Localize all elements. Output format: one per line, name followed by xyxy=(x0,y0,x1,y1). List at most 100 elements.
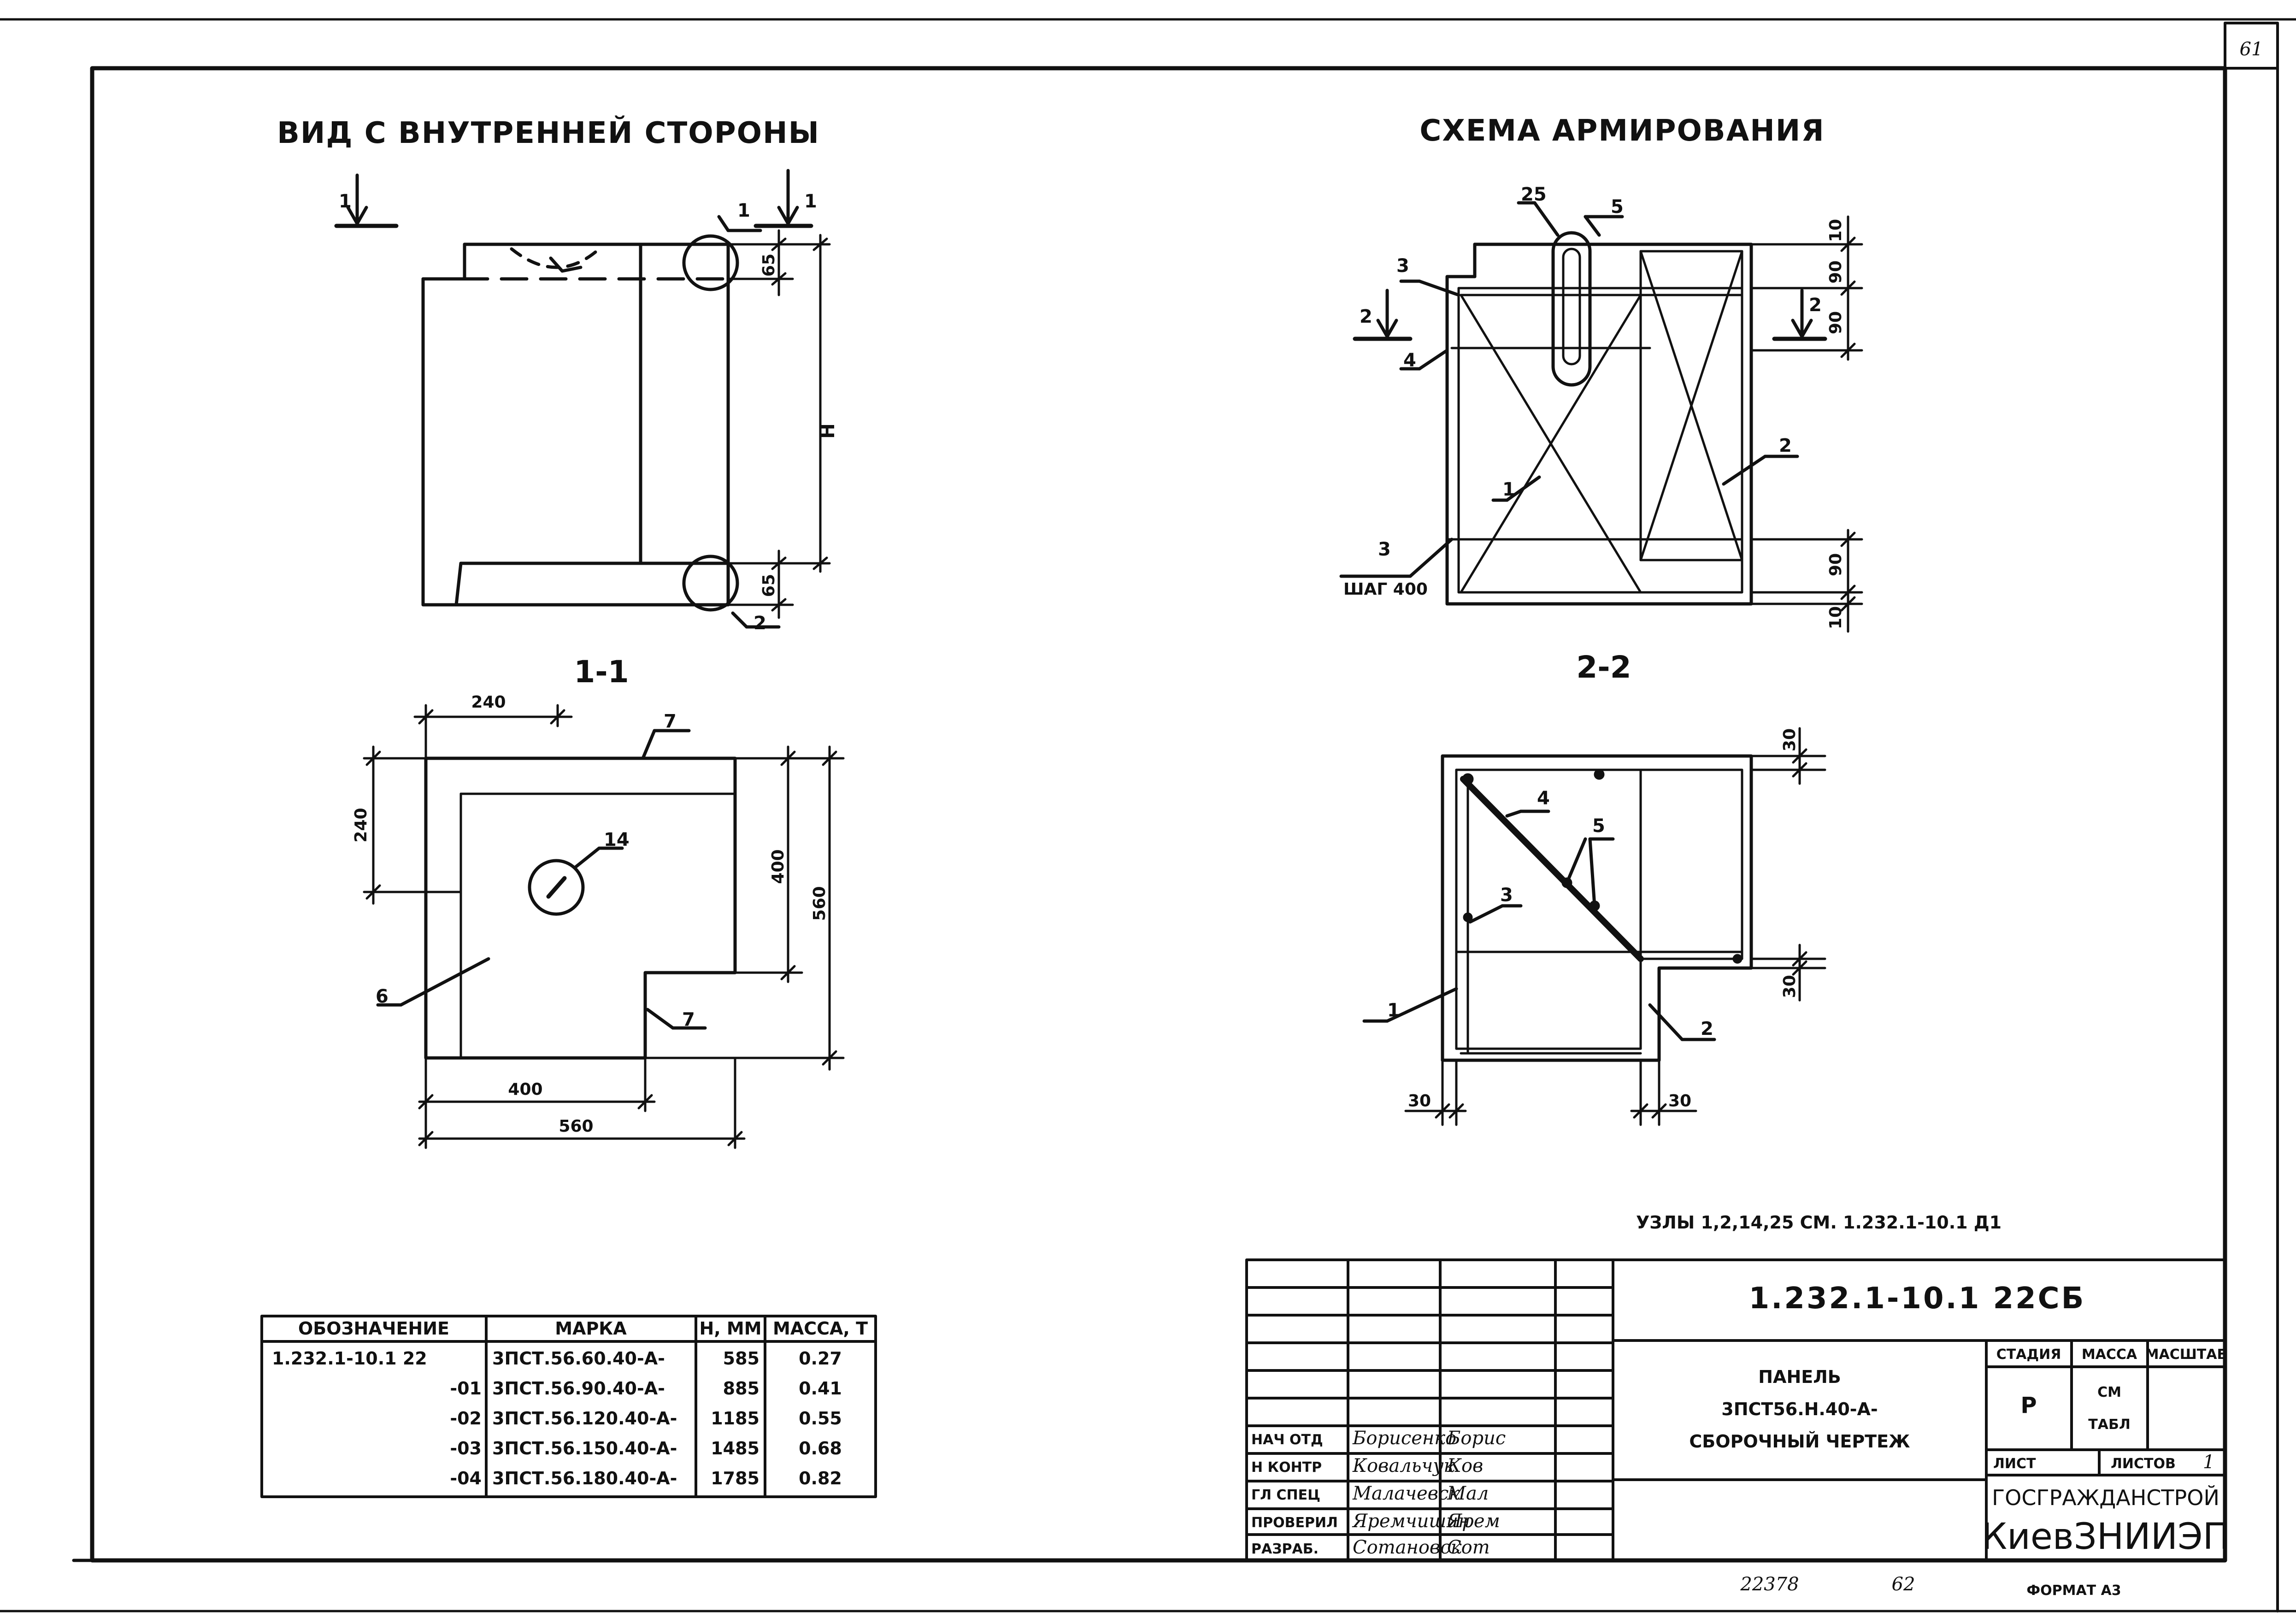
section-1-1-label: 1-1 xyxy=(574,654,629,690)
name-2: Ковальчук xyxy=(1352,1455,1455,1476)
name-1: Борисенко xyxy=(1352,1428,1456,1449)
stage-label: СТАДИЯ xyxy=(1996,1346,2061,1363)
spec-row-2-mass: 0.41 xyxy=(799,1378,842,1399)
mass-value-1: СМ xyxy=(2097,1384,2121,1400)
dim-H: Н xyxy=(818,423,839,438)
spec-header-mark: МАРКА xyxy=(555,1318,627,1339)
mark-25: 25 xyxy=(1521,184,1547,205)
mass-label: МАССА xyxy=(2082,1346,2137,1363)
spec-row-4-mark: 3ПСТ.56.150.40-А- xyxy=(492,1438,677,1459)
dim-560-bottom: 560 xyxy=(559,1117,593,1136)
sheets-label: ЛИСТОВ xyxy=(2111,1456,2176,1472)
spec-table: ОБОЗНАЧЕНИЕ МАРКА Н, ММ МАССА, Т 1.232.1… xyxy=(272,1318,868,1488)
node-mark-2: 2 xyxy=(754,613,766,634)
s22-mark-5: 5 xyxy=(1592,815,1605,837)
mark-7-top: 7 xyxy=(664,711,677,732)
mass-value-2: ТАБЛ xyxy=(2088,1417,2130,1433)
step-label: ШАГ 400 xyxy=(1343,580,1428,599)
sheet-frame xyxy=(0,18,2296,1612)
dim-90-b: 90 xyxy=(1826,311,1845,334)
cut-mark-1-right: 1 xyxy=(804,191,817,212)
dim-10-bottom: 10 xyxy=(1826,606,1845,629)
s22-mark-2: 2 xyxy=(1701,1018,1713,1039)
sheets-value: 1 xyxy=(2203,1452,2214,1473)
spec-row-4-mass: 0.68 xyxy=(799,1438,842,1459)
section-1-1 xyxy=(363,704,845,1149)
spec-row-5-designation: -04 xyxy=(450,1468,482,1488)
dim-400-right: 400 xyxy=(769,849,788,884)
spec-row-2-height: 885 xyxy=(723,1378,759,1399)
spec-row-4-designation: -03 xyxy=(450,1438,482,1459)
dim-65-top: 65 xyxy=(759,254,778,277)
s22-mark-4: 4 xyxy=(1537,788,1550,809)
inventory-number: 22378 xyxy=(1740,1574,1799,1595)
signature-2: Ков xyxy=(1447,1455,1483,1476)
reinforcement-title: СХЕМА АРМИРОВАНИЯ xyxy=(1419,114,1825,148)
dim-30-right: 30 xyxy=(1780,975,1799,998)
scale-label: МАСШТАБ xyxy=(2145,1346,2228,1363)
document-code: 1.232.1-10.1 22СБ xyxy=(1749,1281,2086,1316)
cut-mark-2-left: 2 xyxy=(1360,306,1372,327)
title-block: 1.232.1-10.1 22СБ ПАНЕЛЬ 3ПСТ56.Н.40-А- … xyxy=(1251,1281,2230,1558)
dim-240-top: 240 xyxy=(471,693,506,712)
section-2-2-label: 2-2 xyxy=(1576,650,1631,685)
dim-65-bottom: 65 xyxy=(759,574,778,597)
mark-14: 14 xyxy=(604,829,630,850)
signature-4: Ярем xyxy=(1446,1511,1500,1532)
mark-3-bottom: 3 xyxy=(1378,539,1391,560)
reinforcement-scheme xyxy=(1339,201,1863,633)
dim-400-bottom: 400 xyxy=(508,1080,542,1099)
item-name-line2: 3ПСТ56.Н.40-А- xyxy=(1721,1399,1878,1419)
item-name-line3: СБОРОЧНЫЙ ЧЕРТЕЖ xyxy=(1689,1431,1910,1452)
cut-mark-1-left: 1 xyxy=(339,191,352,212)
sheet-label: ЛИСТ xyxy=(1993,1456,2036,1472)
spec-table-grid xyxy=(260,1315,877,1498)
spec-header-designation: ОБОЗНАЧЕНИЕ xyxy=(298,1318,449,1339)
dim-560-right: 560 xyxy=(810,886,829,921)
role-2: Н КОНТР xyxy=(1251,1459,1322,1476)
inside-view-title: ВИД С ВНУТРЕННЕЙ СТОРОНЫ xyxy=(277,115,820,150)
spec-header-mass: МАССА, Т xyxy=(773,1318,868,1339)
cut-mark-2-right: 2 xyxy=(1809,295,1822,316)
signature-1: Борис xyxy=(1447,1428,1506,1449)
dim-90-a: 90 xyxy=(1826,260,1845,283)
spec-row-3-mass: 0.55 xyxy=(799,1408,842,1429)
spec-row-1-height: 585 xyxy=(723,1348,759,1369)
mark-5: 5 xyxy=(1611,196,1624,218)
name-5: Сотановск xyxy=(1353,1537,1462,1558)
name-4: Яремчишин xyxy=(1352,1511,1470,1532)
signature-3: Мал xyxy=(1447,1483,1489,1504)
role-1: НАЧ ОТД xyxy=(1251,1432,1323,1448)
inside-view xyxy=(334,169,831,629)
dim-30-top: 30 xyxy=(1780,728,1799,751)
mark-7-bottom: 7 xyxy=(682,1009,695,1030)
spec-row-2-designation: -01 xyxy=(450,1378,482,1399)
item-name-line1: ПАНЕЛЬ xyxy=(1758,1367,1841,1387)
s22-mark-3: 3 xyxy=(1500,885,1513,906)
org-line2: КиевЗНИИЭП xyxy=(1982,1516,2230,1558)
spec-row-3-height: 1185 xyxy=(711,1408,759,1429)
spec-header-height: Н, ММ xyxy=(699,1318,761,1339)
title-block-grid xyxy=(1245,1258,2226,1562)
spec-row-5-mark: 3ПСТ.56.180.40-А- xyxy=(492,1468,677,1488)
sheet-number: 61 xyxy=(2240,39,2263,60)
section-2-2 xyxy=(1362,727,1826,1126)
mark-4: 4 xyxy=(1403,350,1416,371)
spec-row-1-mark: 3ПСТ.56.60.40-А- xyxy=(492,1348,665,1369)
spec-row-3-mark: 3ПСТ.56.120.40-А- xyxy=(492,1408,677,1429)
dim-240-left: 240 xyxy=(352,808,371,842)
signature-5: Сот xyxy=(1447,1537,1490,1558)
page-number: 62 xyxy=(1892,1574,1915,1595)
org-line1: ГОСГРАЖДАНСТРОЙ xyxy=(1992,1485,2219,1510)
spec-row-5-mass: 0.82 xyxy=(799,1468,842,1488)
spec-row-5-height: 1785 xyxy=(711,1468,759,1488)
spec-row-1-designation: 1.232.1-10.1 22 xyxy=(272,1348,427,1369)
mark-1: 1 xyxy=(1502,479,1515,500)
node-mark-1: 1 xyxy=(737,200,750,221)
mark-3-top: 3 xyxy=(1396,255,1409,277)
nodes-note: УЗЛЫ 1,2,14,25 СМ. 1.232.1-10.1 Д1 xyxy=(1636,1212,2002,1233)
name-3: Малачевск xyxy=(1352,1483,1460,1504)
role-4: ПРОВЕРИЛ xyxy=(1251,1515,1338,1531)
dim-30-right-bottom: 30 xyxy=(1668,1092,1691,1110)
